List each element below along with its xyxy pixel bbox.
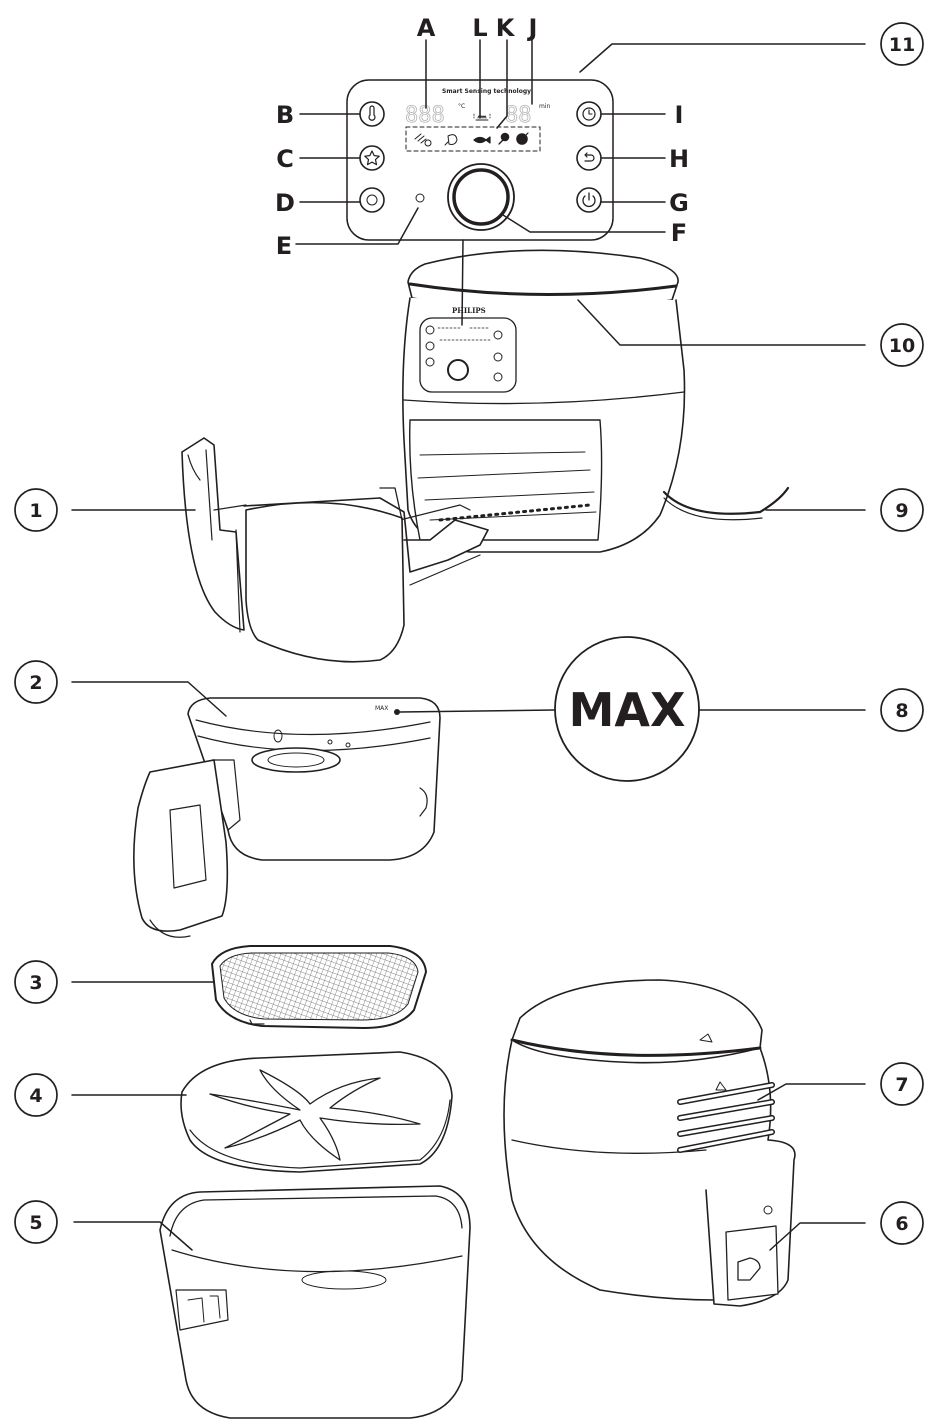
unit-celsius: °C — [458, 103, 465, 110]
callout-9: 9 — [880, 488, 924, 532]
callout-2: 2 — [14, 660, 58, 704]
callout-6: 6 — [880, 1201, 924, 1245]
label-I: I — [675, 101, 684, 129]
svg-text:7: 7 — [895, 1074, 908, 1096]
drumstick-icon — [444, 134, 458, 146]
callout-10: 10 — [880, 323, 924, 367]
back-icon — [584, 152, 595, 162]
label-H: H — [669, 145, 689, 173]
fish-icon — [473, 136, 491, 144]
power-icon — [582, 192, 596, 208]
star-icon — [364, 150, 380, 166]
max-callout-text: MAX — [569, 683, 686, 737]
label-L: L — [472, 14, 487, 42]
time-display: 88 — [505, 103, 532, 128]
steak-icon — [516, 132, 529, 145]
panel-brand-text: Smart Sensing technology — [442, 88, 531, 95]
label-B: B — [276, 101, 294, 129]
thermometer-icon — [368, 105, 376, 121]
svg-text:1: 1 — [29, 500, 42, 522]
label-F: F — [671, 219, 687, 247]
label-J: J — [527, 14, 538, 42]
letter-labels: A L K J B C D E I H G F — [275, 14, 689, 260]
basket-max-mark: MAX — [375, 705, 388, 712]
unit-min: min — [539, 103, 551, 110]
callout-8: 8 — [880, 688, 924, 732]
svg-text:9: 9 — [895, 500, 908, 522]
control-dial[interactable] — [447, 163, 515, 231]
timer-button[interactable] — [576, 101, 602, 127]
svg-text:3: 3 — [29, 972, 42, 994]
temperature-display: 888 — [405, 103, 445, 128]
svg-text:8: 8 — [895, 700, 908, 722]
part-1-drawer — [181, 437, 489, 663]
keep-warm-button[interactable] — [359, 187, 385, 213]
clock-icon — [582, 107, 596, 121]
airfryer-main-unit: PHILIPS — [402, 249, 790, 553]
callout-3: 3 — [14, 960, 58, 1004]
svg-text:5: 5 — [29, 1212, 42, 1234]
power-button[interactable] — [576, 187, 602, 213]
warm-indicator-icon — [415, 193, 425, 203]
label-A: A — [417, 14, 436, 42]
number-labels: 11 10 9 8 7 6 1 2 — [14, 22, 924, 1245]
label-G: G — [669, 189, 689, 217]
leader-lines — [71, 39, 866, 1251]
label-D: D — [275, 189, 295, 217]
favorite-button[interactable] — [359, 145, 385, 171]
svg-text:6: 6 — [895, 1213, 908, 1235]
fries-icon — [414, 133, 432, 147]
airfryer-rear-view — [503, 979, 796, 1307]
callout-7: 7 — [880, 1062, 924, 1106]
svg-text:10: 10 — [889, 335, 915, 357]
part-5-pan — [159, 1185, 471, 1419]
part-2-basket: MAX — [133, 697, 441, 938]
fryer-brand-text: PHILIPS — [452, 306, 486, 315]
control-panel: Smart Sensing technology 888 °C 88 min — [346, 79, 614, 241]
part-4-baking-tray — [180, 1051, 453, 1173]
part-3-mesh-insert — [211, 945, 427, 1029]
callout-5: 5 — [14, 1200, 58, 1244]
svg-text:2: 2 — [29, 672, 42, 694]
svg-text:4: 4 — [29, 1085, 42, 1107]
svg-text:11: 11 — [889, 34, 915, 56]
warm-indicator-light — [415, 193, 425, 203]
temperature-button[interactable] — [359, 101, 385, 127]
callout-4: 4 — [14, 1073, 58, 1117]
label-E: E — [276, 232, 292, 260]
keep-warm-icon — [366, 194, 378, 206]
max-callout: MAX — [554, 636, 700, 782]
chicken-leg-icon — [498, 132, 510, 145]
label-K: K — [496, 14, 516, 42]
callout-11: 11 — [880, 22, 924, 66]
back-button[interactable] — [576, 145, 602, 171]
preset-icons-strip — [405, 126, 541, 152]
callout-1: 1 — [14, 488, 58, 532]
label-C: C — [276, 145, 294, 173]
